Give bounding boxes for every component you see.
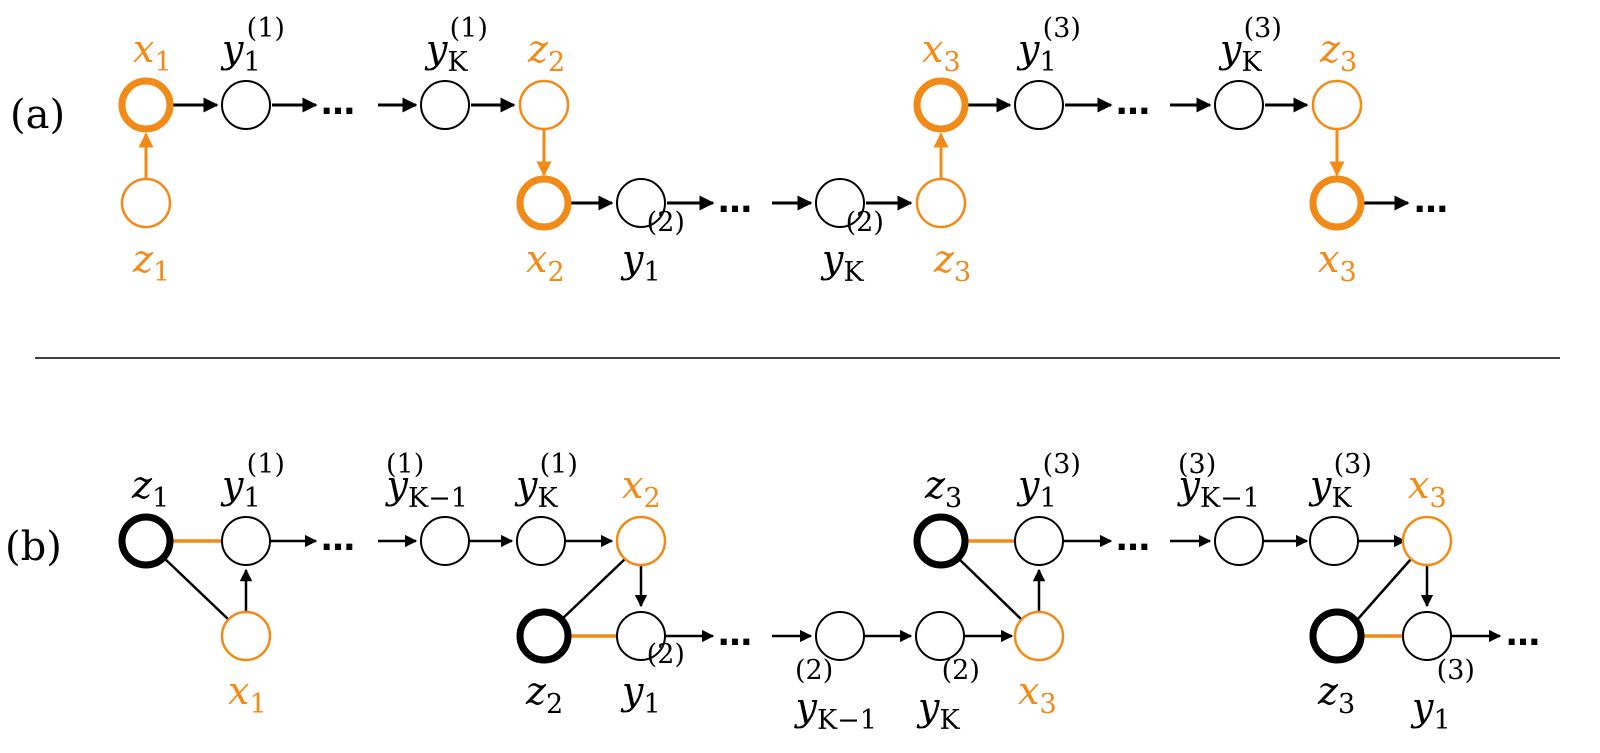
label-a-x1: x1 [133,27,172,78]
label-a-x2: x2 [526,237,565,288]
label-a-yK1: yK(1) [424,13,488,78]
node-b-z3-bottom [1309,608,1365,664]
label-b-x1: x1 [228,669,267,720]
ellipsis-a4: … [1414,181,1448,221]
node-x2 [516,175,572,231]
label-a-z1: z1 [132,237,170,288]
node-yK3 [1214,80,1264,130]
ellipsis-b1: … [321,519,355,559]
node-yK1 [420,80,470,130]
label-b-z3: z3 [924,463,962,514]
node-b-x1 [220,610,272,662]
label-b-yK3: yK(3) [1308,449,1372,514]
edge-x3-z3b [1356,558,1412,621]
panel-a-nodes [118,77,1365,231]
label-b-y12: y1(2) [620,639,685,720]
node-y12 [616,178,666,228]
ellipsis-a3: … [1116,83,1150,123]
node-b-yK2 [915,611,965,661]
node-b-x3-right [1401,515,1453,567]
panel-b-label: (b) [5,524,62,570]
label-b-yK1: yK(1) [514,449,578,514]
node-z1 [120,177,172,229]
label-a-z3-top: z3 [1319,27,1357,78]
panel-b-edges [163,534,1502,643]
label-b-x2: x2 [622,463,661,514]
label-b-yK2: yK(2) [916,655,980,736]
node-b-yKm1-1 [420,516,470,566]
node-b-yK3 [1309,516,1359,566]
label-a-y12: y1(2) [620,207,685,288]
edge-z1-x1 [163,557,230,621]
label-b-z2: z2 [525,669,563,720]
label-b-y13: y1(3) [1016,449,1081,514]
node-b-z3 [913,513,969,569]
node-yK2 [815,178,865,228]
panel-b-nodes [118,513,1453,664]
node-b-y12 [616,611,666,661]
node-b-z1 [118,513,174,569]
edge-x2-z2 [560,558,626,621]
label-a-x3-bottom: x3 [1318,237,1357,288]
label-b-z3-bottom: z3 [1317,669,1355,720]
node-x1 [118,77,174,133]
node-b-y13 [1014,516,1064,566]
label-a-z2: z2 [527,27,565,78]
ellipsis-a2: … [718,181,752,221]
label-b-yKm1-3: yK−1(3) [1177,449,1260,514]
node-b-yK1 [516,516,566,566]
node-b-yKm1-2 [815,611,865,661]
node-b-x3 [1013,610,1065,662]
node-x3-bottom [1309,175,1365,231]
edge-x3-z3 [957,557,1023,621]
node-b-x2 [615,515,667,567]
node-b-yKm1-3 [1214,516,1264,566]
label-b-x3: x3 [1018,669,1057,720]
ellipsis-b3: … [1116,519,1150,559]
label-a-y11: y1(1) [220,13,285,78]
label-a-x3-top: x3 [922,27,961,78]
label-b-y11: y1(1) [220,449,285,514]
panel-a-edges [138,97,1410,211]
label-b-yKm1-2: yK−1(2) [794,655,877,736]
label-a-yK3: yK(3) [1218,13,1282,78]
label-a-yK2: yK(2) [820,207,884,288]
label-b-yKm1-1: yK−1(1) [385,449,468,514]
label-a-y13: y1(3) [1016,13,1081,78]
ellipsis-a1: … [321,83,355,123]
label-a-z3-bottom: z3 [933,237,971,288]
node-x3 [913,77,969,133]
label-b-z1: z1 [131,463,169,514]
label-b-y13-bottom: y1(3) [1410,655,1475,736]
node-z3 [915,177,967,229]
node-z3-top [1311,79,1363,131]
node-y13 [1014,80,1064,130]
label-b-x3-right: x3 [1408,463,1447,514]
ellipsis-b2: … [718,614,752,654]
panel-a-label: (a) [10,92,65,138]
node-b-z2 [516,608,572,664]
node-y11 [221,80,271,130]
node-b-y11 [221,516,271,566]
node-z2 [518,79,570,131]
ellipsis-b4: … [1506,614,1540,654]
node-b-y13-bottom [1402,611,1452,661]
